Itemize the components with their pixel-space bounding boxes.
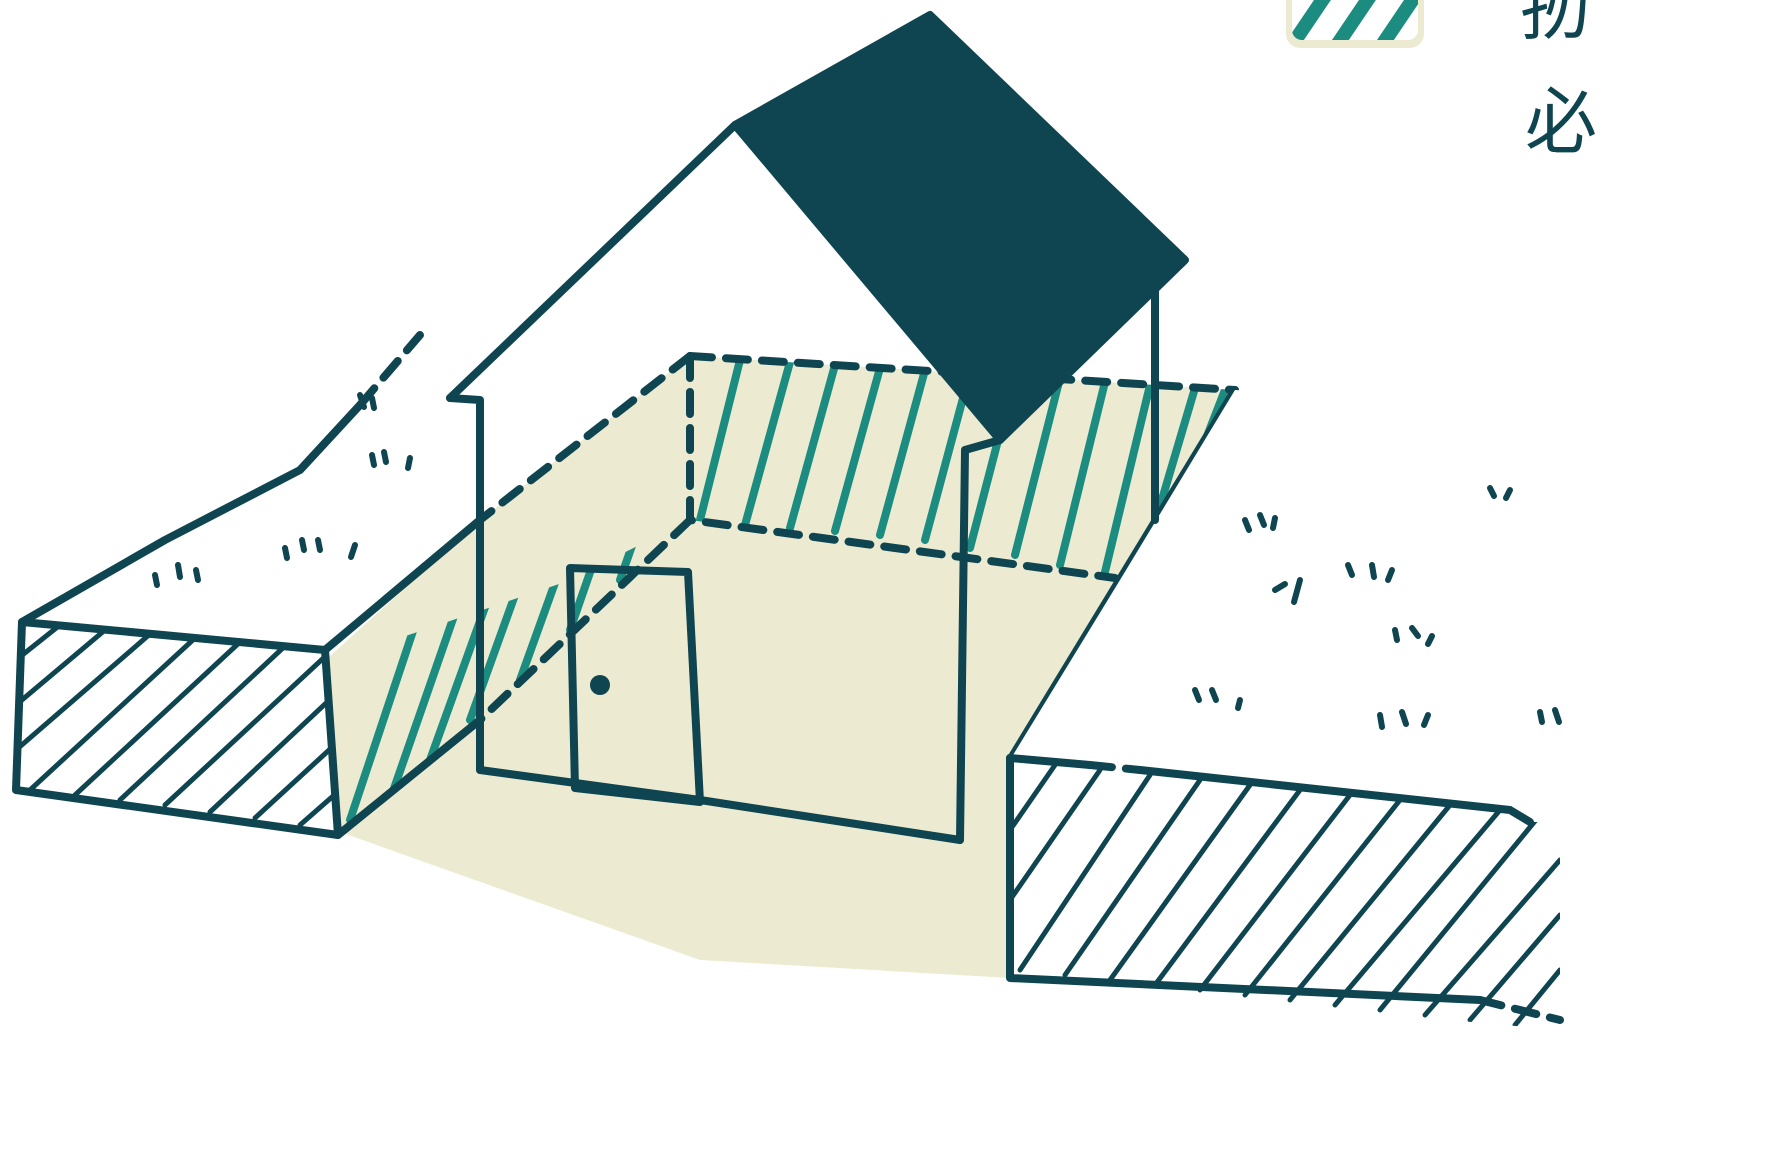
diagonal-stripes-swatch-icon xyxy=(1280,0,1430,52)
left-ground-front xyxy=(16,622,340,835)
right-ground-front-dashed xyxy=(1090,765,1140,770)
text-fragment-1: 扨 xyxy=(1520,0,1592,44)
text-fragment-2: 必 xyxy=(1525,86,1597,158)
door-knob xyxy=(590,675,610,695)
